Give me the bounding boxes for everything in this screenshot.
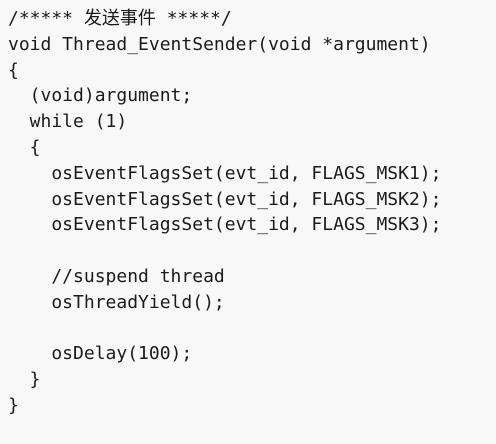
code-line-flags-set-2: osEventFlagsSet(evt_id, FLAGS_MSK2); xyxy=(8,188,442,210)
code-line-open-brace: { xyxy=(8,59,19,81)
code-line-flags-set-3: osEventFlagsSet(evt_id, FLAGS_MSK3); xyxy=(8,214,442,236)
code-line-blank-2 xyxy=(8,316,496,342)
code-line-blank-1 xyxy=(8,238,496,264)
code-line-while: while (1) xyxy=(8,111,128,133)
code-line-void-argument: (void)argument; xyxy=(8,85,193,107)
code-line-close-brace: } xyxy=(8,394,19,416)
code-line-while-close-brace: } xyxy=(8,369,41,391)
code-line-function-signature: void Thread_EventSender(void *argument) xyxy=(8,33,431,55)
code-line-thread-yield: osThreadYield(); xyxy=(8,291,225,313)
code-line-comment: /***** 发送事件 *****/ xyxy=(8,8,232,29)
code-line-delay: osDelay(100); xyxy=(8,343,193,365)
code-line-while-open-brace: { xyxy=(8,136,41,158)
code-line-flags-set-1: osEventFlagsSet(evt_id, FLAGS_MSK1); xyxy=(8,162,442,184)
code-line-suspend-comment: //suspend thread xyxy=(8,265,225,287)
